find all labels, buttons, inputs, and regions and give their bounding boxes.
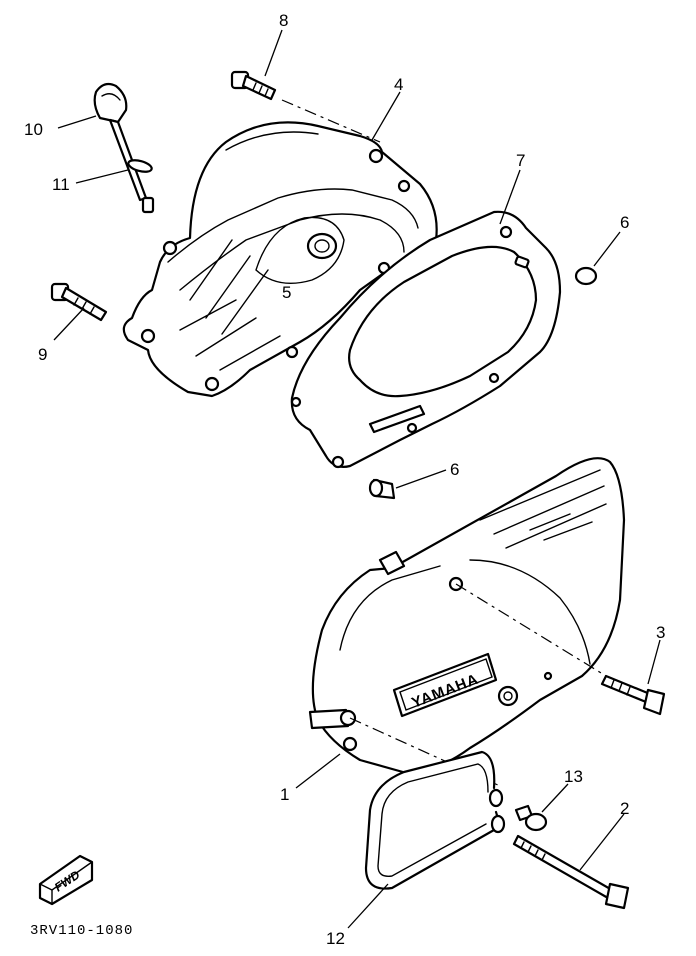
callout-11: 11 — [52, 175, 70, 194]
callout-3: 3 — [656, 623, 665, 642]
callout-4: 4 — [394, 75, 403, 94]
part-9-bolt — [50, 282, 108, 341]
part-7-gasket — [290, 169, 562, 469]
part-2-bolt — [512, 813, 630, 910]
assembly-center-lines — [281, 99, 607, 787]
part-12-bracket — [347, 750, 506, 929]
callout-7: 7 — [516, 151, 525, 170]
part-6-dowel-lower — [368, 469, 447, 500]
callout-6-upper: 6 — [620, 213, 629, 232]
part-8-bolt — [230, 29, 283, 101]
callout-13: 13 — [564, 767, 583, 786]
part-10-filler-cap — [57, 82, 155, 214]
callout-6-lower: 6 — [450, 460, 459, 479]
part-13-screw — [514, 783, 569, 832]
part-4-crankcase-cover — [122, 91, 438, 398]
callout-12: 12 — [326, 929, 345, 948]
part-1-crankcase-cover-outer: YAMAHA — [295, 457, 626, 789]
drawing-code: 3RV110-1080 — [30, 923, 133, 939]
part-3-bolt — [600, 639, 666, 716]
fwd-direction-mark: FWD — [38, 854, 94, 906]
callout-8: 8 — [279, 11, 288, 30]
part-6-dowel-upper — [574, 231, 621, 286]
callout-9: 9 — [38, 345, 47, 364]
part-11-o-ring — [75, 159, 153, 184]
callout-1: 1 — [280, 785, 289, 804]
callout-5: 5 — [282, 283, 291, 302]
callout-10: 10 — [24, 120, 43, 139]
callout-2: 2 — [620, 799, 629, 818]
